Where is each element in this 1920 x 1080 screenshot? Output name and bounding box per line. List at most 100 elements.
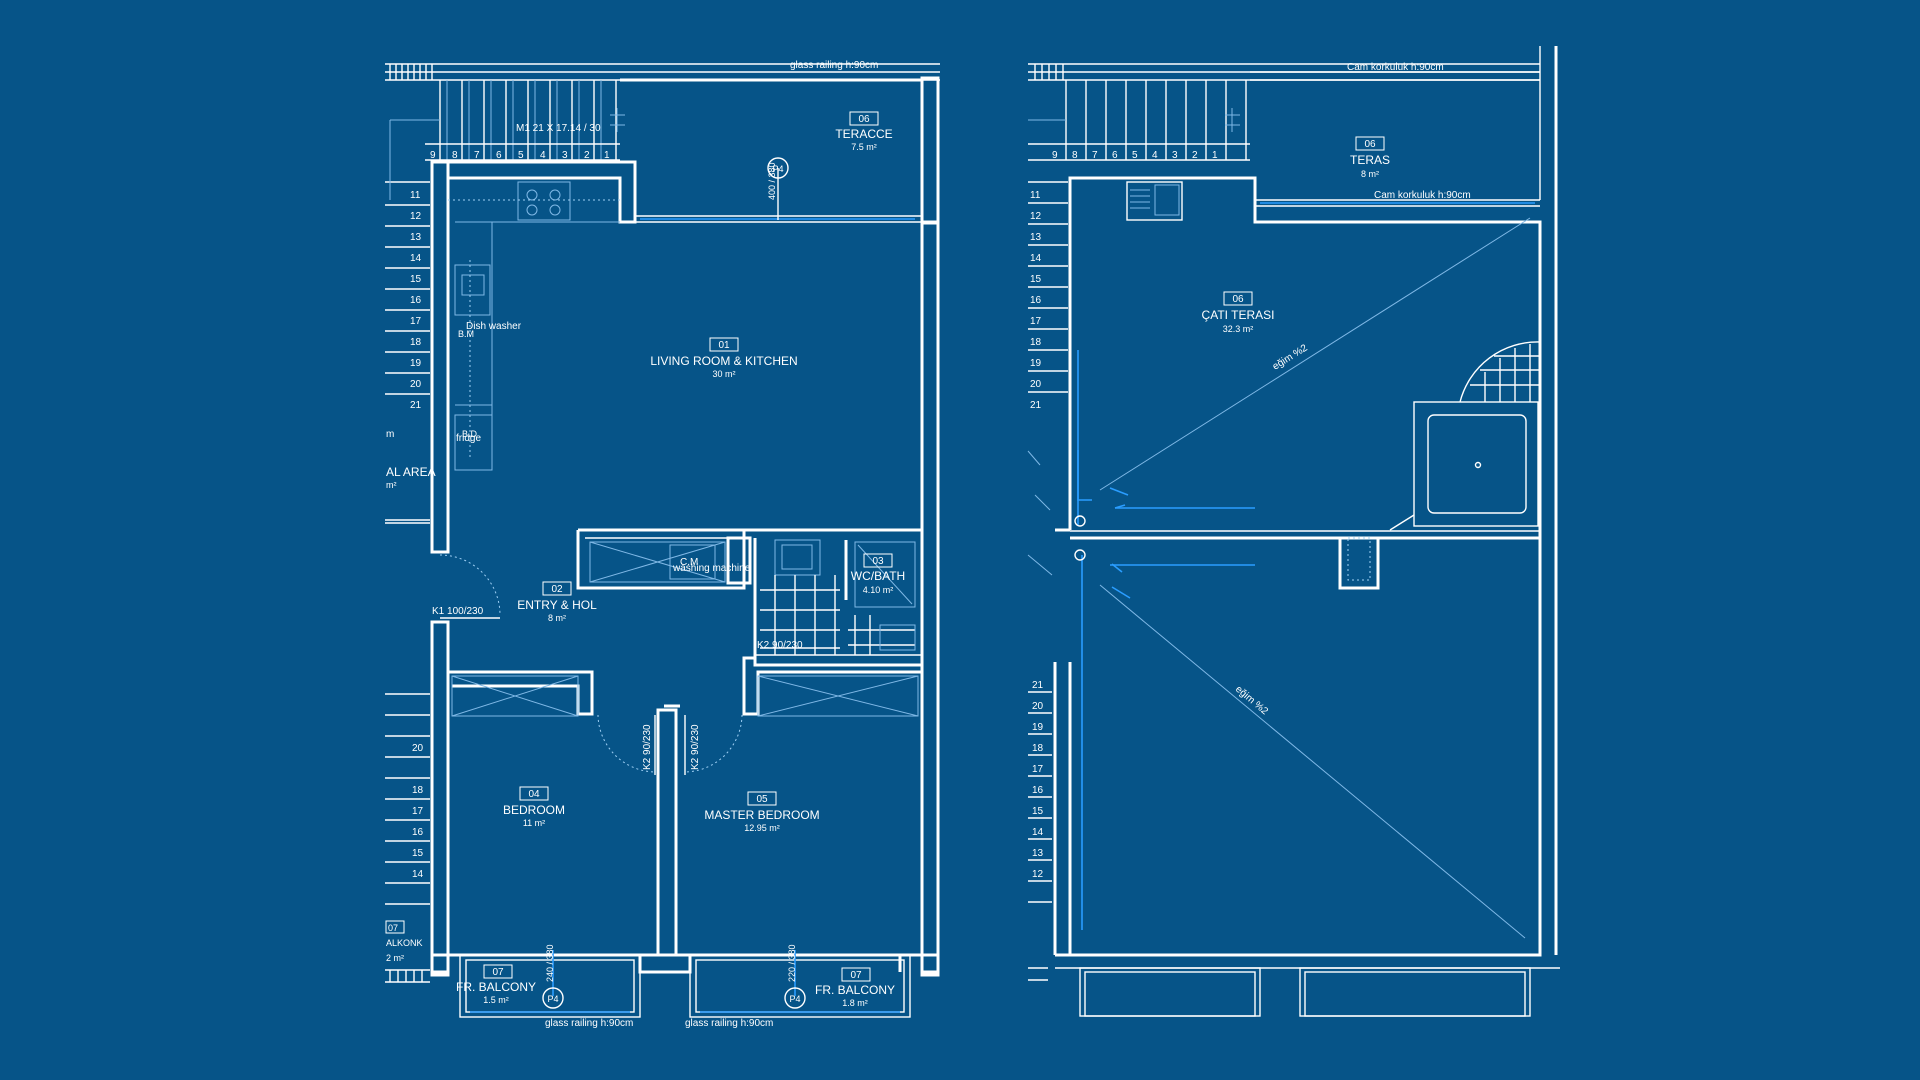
plan_left-rooms-r03-name-text: WC/BATH	[851, 569, 905, 583]
bedroom-doors: K2 90/230 K2 90/230	[597, 714, 743, 775]
roof-stair-numbers-left: 11 12 13 14 15 16 17 18 19 20 21	[1030, 190, 1042, 411]
plan_left-rooms-r03-num-text: 03	[872, 556, 884, 567]
plan_left-fixtures-washing_code-text: C.M	[680, 557, 698, 568]
plan_right-rooms-cati-area-text: 32.3 m²	[1223, 324, 1254, 334]
plan_left-p4_dims_bl-text: 240 / 380	[545, 944, 555, 982]
kitchen-counters: Dish washer B.M B.D fridge	[448, 181, 620, 471]
railing-bottom-left-label: glass railing h:90cm	[545, 1018, 633, 1029]
plan_left-rooms-r02-area-text: 8 m²	[548, 613, 566, 623]
plan_left-rooms-r04-num-text: 04	[528, 789, 540, 800]
roof-slope-upper: eğim %2	[1077, 217, 1531, 525]
plan_left-stair_numbers_top-5-text: 4	[540, 150, 546, 161]
plan_left-rooms-r05-num-text: 05	[756, 794, 768, 805]
plan_left-rooms-r07b-name-text: FR. BALCONY	[815, 983, 895, 997]
plan_left-stair_numbers_left-0-text: 11	[410, 190, 421, 201]
railing-bottom-right-label: glass railing h:90cm	[685, 1018, 773, 1029]
plan_right-stair_numbers_top-3-text: 6	[1112, 150, 1118, 161]
stair-numbers-left: 11 12 13 14 15 16 17 18 19 20 21	[410, 190, 422, 411]
plan_left-stair_numbers_left-8-text: 19	[410, 358, 422, 369]
plan_left-stair_numbers_top-3-text: 6	[496, 150, 502, 161]
plan_left-stair_numbers_left_low-5-text: 14	[412, 869, 424, 880]
plan_right-stair_numbers_top-7-text: 2	[1192, 150, 1198, 161]
roof-walls	[1053, 176, 1542, 957]
entry-door: K1 100/230	[432, 554, 501, 619]
roof-stair-numbers-top: 9 8 7 6 5 4 3 2 1	[1052, 150, 1218, 161]
plan_right-stair_numbers_top-5-text: 4	[1152, 150, 1158, 161]
plan_left-rooms-r06-num-text: 06	[858, 114, 870, 125]
left-floor-plan: M1 21 X 17.14 / 30 9 8 7 6 5 4 3 2 1	[385, 60, 940, 1029]
plan_left-stair_numbers_left_low-3-text: 16	[412, 827, 424, 838]
top-stair-band: M1 21 X 17.14 / 30 9 8 7 6 5 4 3 2 1	[385, 63, 940, 161]
plan_left-cutoff-num07-text: 07	[388, 923, 398, 933]
stair-numbers-top: 9 8 7 6 5 4 3 2 1	[430, 150, 610, 161]
plan_left-rooms-r05-area-text: 12.95 m²	[744, 823, 780, 833]
plan_right-stair_numbers_left_low-8-text: 13	[1032, 848, 1044, 859]
plan_left-stair_numbers_left-4-text: 15	[410, 274, 422, 285]
plan_left-stair_numbers_left_low-0-text: 20	[412, 743, 424, 754]
plan_right-stair_numbers_left-10-text: 21	[1030, 400, 1042, 411]
plan_right-rooms-cati-name-text: ÇATI TERASI	[1202, 308, 1275, 322]
plan_left-rooms-r01-name-text: LIVING ROOM & KITCHEN	[650, 354, 797, 368]
plan_left-stair_numbers_left_low-4-text: 15	[412, 848, 424, 859]
plan_right-stair_numbers_left_low-7-text: 14	[1032, 827, 1044, 838]
plan_left-stair_numbers_top-8-text: 1	[604, 150, 610, 161]
plan_left-rooms-r07b-area-text: 1.8 m²	[842, 998, 868, 1008]
fridge-label: fridge	[456, 433, 481, 444]
plan_left-rooms-r04-name-text: BEDROOM	[503, 803, 565, 817]
plan_left-rooms-r07a-name-text: FR. BALCONY	[456, 980, 536, 994]
roof-railing-mid-label: Cam korkuluk h:90cm	[1374, 190, 1471, 201]
laundry-closet: C.M	[589, 541, 726, 583]
plan_right-stair_numbers_left-4-text: 15	[1030, 274, 1042, 285]
plan_left-fixtures-dishwasher_code-text: B.M	[458, 329, 474, 339]
room-tag-master-bedroom: 05 MASTER BEDROOM 12.95 m²	[704, 791, 820, 833]
door-k2-b-label: K2 90/230	[690, 724, 701, 770]
room-tag-wc-bath: 03 WC/BATH 4.10 m²	[851, 553, 905, 595]
plan_left-stair_numbers_left-3-text: 14	[410, 253, 422, 264]
roof-stair-column-upper	[1028, 181, 1068, 393]
plan_left-stair_numbers_left_low-2-text: 17	[412, 806, 424, 817]
plan_left-stair_numbers_left-5-text: 16	[410, 295, 422, 306]
plan_left-p4_dims-text: 400 / 380	[767, 162, 777, 200]
plan_right-stair_numbers_left_low-5-text: 16	[1032, 785, 1044, 796]
plan_left-stair_numbers_left-10-text: 21	[410, 400, 422, 411]
plan_left-stair_numbers_left-6-text: 17	[410, 316, 422, 327]
roof-railing-top-label: Cam korkuluk h:90cm	[1347, 62, 1444, 73]
plan_left-rooms-r01-area-text: 30 m²	[712, 369, 735, 379]
plan_right-rooms-cati-num-text: 06	[1232, 294, 1244, 305]
plan_right-stair_numbers_left-9-text: 20	[1030, 379, 1042, 390]
plan_left-cutoff-area_unit-text: m²	[386, 480, 397, 490]
plan_right-stair_numbers_left_low-2-text: 19	[1032, 722, 1044, 733]
plan_right-stair_numbers_left-2-text: 13	[1030, 232, 1042, 243]
door-k2-bath-label: K2 90/230	[757, 640, 803, 651]
plan_left-rooms-r05-name-text: MASTER BEDROOM	[704, 808, 819, 822]
plan_right-stair_numbers_left_low-9-text: 12	[1032, 869, 1044, 880]
plan_left-stair_numbers_left-7-text: 18	[410, 337, 422, 348]
dishwasher-label: Dish washer	[466, 321, 522, 332]
wardrobes	[451, 675, 919, 717]
plan_left-rooms-r07a-area-text: 1.5 m²	[483, 995, 509, 1005]
room-tag-teracce: 06 TERACCE 7.5 m²	[835, 111, 893, 152]
plan_right-stair_numbers_left-1-text: 12	[1030, 211, 1042, 222]
plan_left-cutoff-balk-text: ALKONK	[386, 938, 423, 948]
plan_right-stair_numbers_top-6-text: 3	[1172, 150, 1178, 161]
plan_left-rooms-r03-area-text: 4.10 m²	[863, 585, 894, 595]
plan_right-stair_numbers_left-0-text: 11	[1030, 190, 1041, 201]
plan_left-cutoff-m-text: m	[386, 429, 394, 440]
plan_left-rooms-r06-name-text: TERACCE	[835, 127, 892, 141]
plan_right-stair_numbers_left_low-3-text: 18	[1032, 743, 1044, 754]
room-tag-teras: 06 TERAS 8 m²	[1350, 136, 1390, 179]
plan_right-stair_numbers_left_low-4-text: 17	[1032, 764, 1044, 775]
plan_right-rooms-teras-num-text: 06	[1364, 139, 1376, 150]
left-stair-column-upper: 11 12 13 14 15 16 17 18 19 20 21 m AL AR…	[385, 120, 436, 524]
plan_left-stair_numbers_left_low-1-text: 18	[412, 785, 424, 796]
plan_right-stair_numbers_top-1-text: 8	[1072, 150, 1078, 161]
door-k1-label: K1 100/230	[432, 606, 484, 617]
room-tag-balcony-left: 07 FR. BALCONY 1.5 m²	[456, 964, 536, 1005]
plan_left-cutoff-balk_area-text: 2 m²	[386, 953, 404, 963]
plan_left-stair_numbers_left-1-text: 12	[410, 211, 422, 222]
plan_left-stair_numbers_top-7-text: 2	[584, 150, 590, 161]
plan_right-stair_numbers_top-0-text: 9	[1052, 150, 1058, 161]
bathroom-fixtures: K2 90/230	[757, 539, 916, 655]
plan_right-stair_numbers_top-4-text: 5	[1132, 150, 1138, 161]
